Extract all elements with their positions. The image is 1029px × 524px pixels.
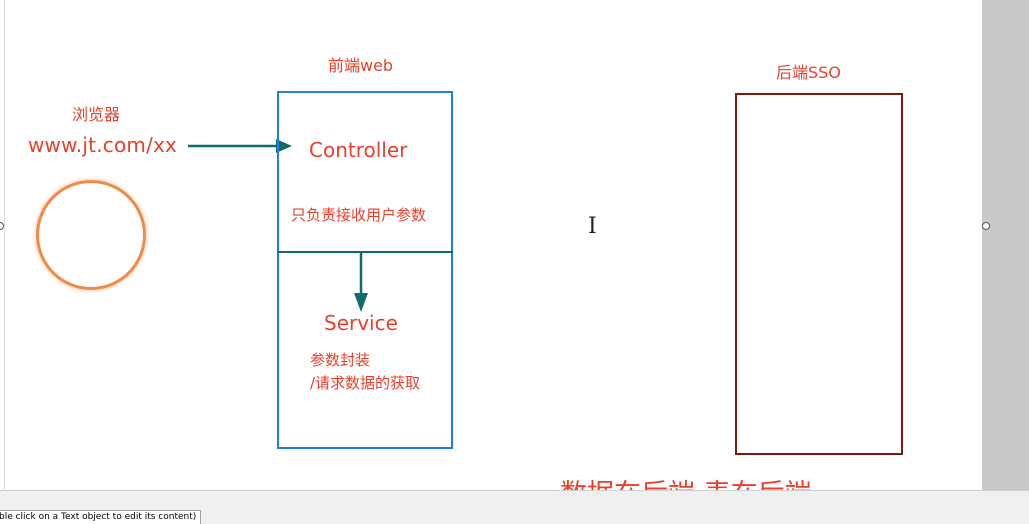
service-note-line-1[interactable]: 参数封装 xyxy=(310,351,371,369)
frontend-label[interactable]: 前端web xyxy=(328,56,394,75)
selection-handle-right[interactable] xyxy=(982,222,990,230)
text-cursor-icon: I xyxy=(588,214,597,239)
browser-label[interactable]: 浏览器 xyxy=(72,105,121,124)
frontend-web-box[interactable] xyxy=(277,91,453,449)
frontend-divider[interactable] xyxy=(277,251,453,253)
backend-label[interactable]: 后端SSO xyxy=(776,63,841,82)
canvas-scroll-gutter xyxy=(982,0,1029,490)
backend-sso-box[interactable] xyxy=(735,93,903,455)
browser-to-controller-arrowhead xyxy=(276,139,292,153)
controller-to-service-arrowhead xyxy=(354,293,368,312)
drawing-canvas[interactable] xyxy=(4,0,983,490)
controller-label[interactable]: Controller xyxy=(309,138,408,162)
controller-note[interactable]: 只负责接收用户参数 xyxy=(291,206,427,224)
service-note-line-2[interactable]: /请求数据的获取 xyxy=(310,374,421,392)
service-label[interactable]: Service xyxy=(324,311,398,335)
browser-circle[interactable] xyxy=(36,180,146,290)
status-hint: ble click on a Text object to edit its c… xyxy=(0,510,202,524)
url-label[interactable]: www.jt.com/xx xyxy=(28,133,178,157)
